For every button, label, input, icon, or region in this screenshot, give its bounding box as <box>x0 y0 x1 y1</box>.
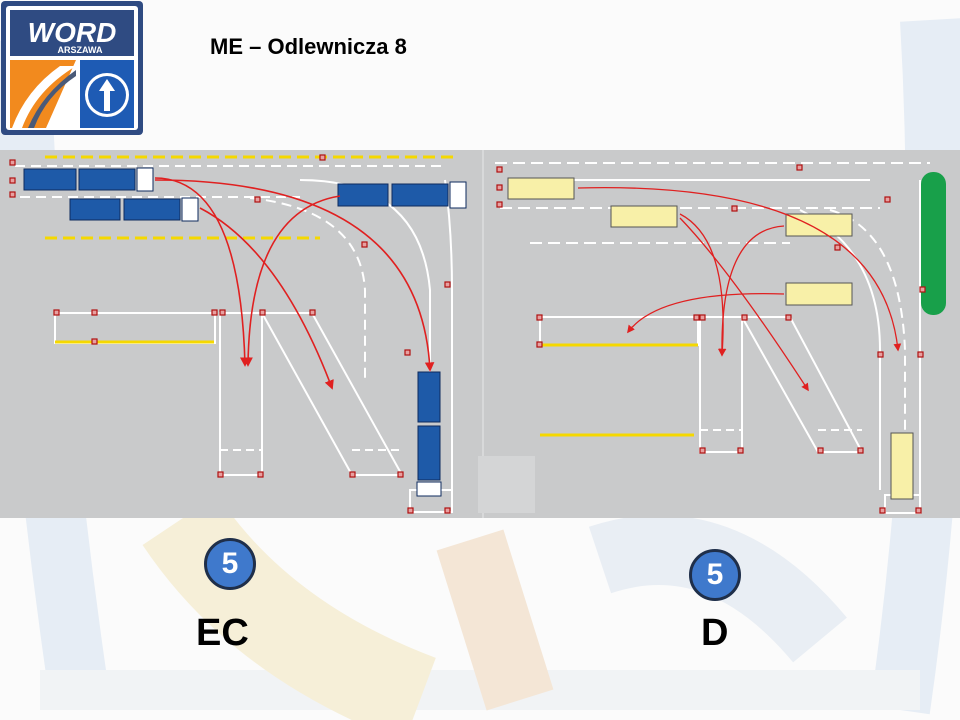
bus-d-second <box>610 205 678 228</box>
bus-d-vertical <box>890 432 914 500</box>
truck-ec-vertical <box>416 371 442 497</box>
badge-d: 5 <box>689 549 741 601</box>
bus-d-top-left <box>507 177 575 200</box>
category-d-label: D <box>701 612 729 654</box>
cones-right <box>496 164 926 514</box>
grey-box <box>478 456 535 513</box>
maneuver-diagram <box>0 150 960 518</box>
cones-left <box>9 154 451 514</box>
truck-ec-top-left <box>23 167 154 192</box>
truck-ec-second-left <box>69 197 199 222</box>
route-arrows-right <box>577 186 902 392</box>
svg-text:WORD: WORD <box>28 17 117 48</box>
word-warszawa-logo: WORD ARSZAWA <box>1 1 143 135</box>
category-ec-label: EC <box>196 612 249 654</box>
bus-d-middle-right <box>785 282 853 306</box>
bus-d-upper-right <box>785 213 853 237</box>
svg-text:ARSZAWA: ARSZAWA <box>58 45 104 55</box>
badge-ec: 5 <box>204 538 256 590</box>
green-island <box>921 172 946 315</box>
asphalt-right <box>483 150 960 518</box>
route-arrows-left <box>154 177 435 390</box>
page-title: ME – Odlewnicza 8 <box>210 34 407 59</box>
truck-ec-mid <box>337 181 467 209</box>
